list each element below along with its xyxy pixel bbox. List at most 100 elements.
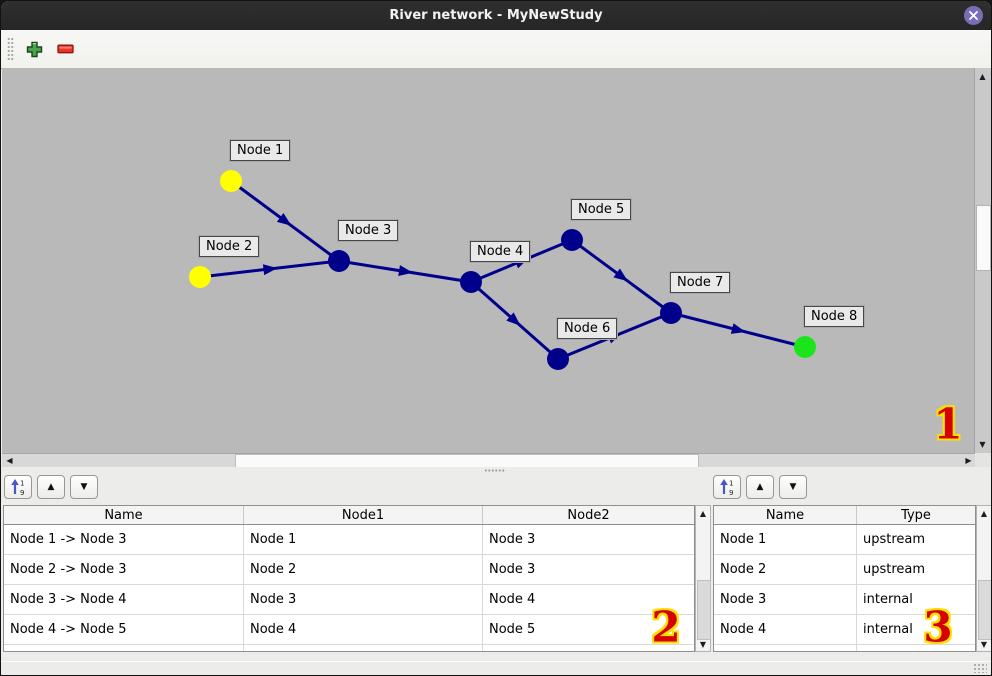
toolbar-drag-handle[interactable] [7, 37, 14, 61]
canvas-tables-splitter[interactable] [1, 467, 991, 473]
scrollbar-thumb[interactable] [235, 454, 699, 468]
table-cell[interactable]: internal [856, 584, 975, 615]
up-arrow-icon: ▲ [756, 481, 764, 492]
table-cell[interactable]: Node 3 [714, 584, 857, 615]
add-node-button[interactable] [22, 37, 46, 61]
nodes-table-scrollbar[interactable]: ▲ ▼ [976, 505, 991, 652]
table-cell[interactable]: Node 1 [243, 524, 483, 555]
sort-ascending-icon: 1 9 [11, 479, 24, 496]
node-node-6[interactable] [547, 348, 569, 370]
table-cell[interactable]: Node 4 [482, 584, 694, 615]
scroll-up-button[interactable]: ▲ [979, 72, 986, 81]
canvas-vertical-scrollbar[interactable]: ▲ ▼ [974, 68, 991, 453]
plus-icon [26, 41, 42, 57]
table-cell [243, 644, 483, 651]
titlebar[interactable]: River network - MyNewStudy [1, 1, 991, 31]
table-cell[interactable]: Node 3 [482, 524, 694, 555]
table-cell[interactable]: Node 3 [243, 584, 483, 615]
table-cell[interactable]: Node 2 [243, 554, 483, 585]
down-arrow-icon: ▼ [80, 481, 88, 492]
scrollbar-thumb[interactable] [697, 580, 711, 640]
node-node-7[interactable] [660, 302, 682, 324]
scroll-up-button[interactable]: ▲ [980, 509, 988, 518]
scroll-right-button[interactable]: ▶ [965, 456, 972, 465]
table-cell[interactable]: Node 1 [714, 524, 857, 555]
scroll-down-button[interactable]: ▼ [979, 440, 986, 449]
scroll-up-button[interactable]: ▲ [699, 509, 707, 518]
column-header-name[interactable]: Name [4, 506, 244, 525]
flow-direction-arrow-icon [262, 264, 278, 276]
status-bar [1, 661, 991, 675]
close-icon [969, 11, 978, 20]
scrollbar-corner [975, 453, 991, 467]
reaches-table-scrollbar[interactable]: ▲ ▼ [695, 505, 711, 652]
sort-ascending-icon: 1 9 [720, 479, 733, 496]
node-node-1[interactable] [220, 170, 242, 192]
reaches-move-up-button[interactable]: ▲ [37, 475, 65, 499]
table-cell[interactable]: Node 2 [714, 554, 857, 585]
node-node-4[interactable] [460, 271, 482, 293]
table-cell[interactable]: Node 3 -> Node 4 [4, 584, 244, 615]
table-cell [483, 645, 695, 652]
nodes-table-controls: 1 9 ▲ ▼ [713, 475, 812, 499]
table-cell[interactable]: Node 3 [482, 554, 694, 585]
window-resize-grip[interactable] [973, 663, 987, 673]
column-header-name[interactable]: Name [714, 506, 857, 525]
node-label-node-2: Node 2 [199, 236, 260, 257]
scroll-down-button[interactable]: ▼ [699, 640, 707, 649]
table-cell[interactable]: upstream [856, 554, 975, 585]
table-cell[interactable]: Node 5 [482, 614, 694, 645]
window-title: River network - MyNewStudy [389, 8, 603, 23]
table-cell[interactable]: Node 1 -> Node 3 [4, 524, 244, 555]
table-cell[interactable]: Node 2 -> Node 3 [4, 554, 244, 585]
column-header-type[interactable]: Type [856, 506, 975, 525]
table-cell[interactable]: Node 4 [714, 614, 857, 645]
minus-icon [57, 44, 74, 54]
svg-text:1: 1 [729, 480, 733, 488]
node-label-node-3: Node 3 [338, 220, 399, 241]
node-label-node-5: Node 5 [571, 199, 632, 220]
table-cell[interactable]: upstream [856, 524, 975, 555]
scroll-down-button[interactable]: ▼ [980, 640, 988, 649]
reaches-move-down-button[interactable]: ▼ [70, 475, 98, 499]
reaches-table-controls: 1 9 ▲ ▼ [4, 475, 103, 499]
node-node-5[interactable] [561, 229, 583, 251]
scrollbar-thumb[interactable] [976, 205, 991, 271]
flow-direction-arrow-icon [276, 213, 292, 226]
node-node-3[interactable] [328, 250, 350, 272]
flow-direction-arrow-icon [398, 265, 413, 276]
table-cell[interactable]: Node 4 -> Node 5 [4, 614, 244, 645]
remove-node-button[interactable] [54, 37, 78, 61]
node-node-2[interactable] [189, 266, 211, 288]
scrollbar-thumb[interactable] [978, 580, 991, 640]
column-header-node2[interactable]: Node2 [482, 506, 694, 525]
partial-row [4, 644, 695, 652]
table-cell [857, 645, 976, 652]
tables-pane: 1 9 ▲ ▼ 1 9 ▲ [1, 473, 991, 663]
close-button[interactable] [964, 6, 983, 25]
nodes-move-down-button[interactable]: ▼ [779, 475, 807, 499]
nodes-sort-button[interactable]: 1 9 [713, 475, 741, 499]
node-node-8[interactable] [794, 336, 816, 358]
scroll-left-button[interactable]: ◀ [6, 456, 13, 465]
table-cell[interactable]: Node 4 [243, 614, 483, 645]
reaches-sort-button[interactable]: 1 9 [4, 475, 32, 499]
toolbar [1, 30, 991, 69]
column-header-node1[interactable]: Node1 [243, 506, 483, 525]
table-cell[interactable]: internal [856, 614, 975, 645]
nodes-move-up-button[interactable]: ▲ [746, 475, 774, 499]
